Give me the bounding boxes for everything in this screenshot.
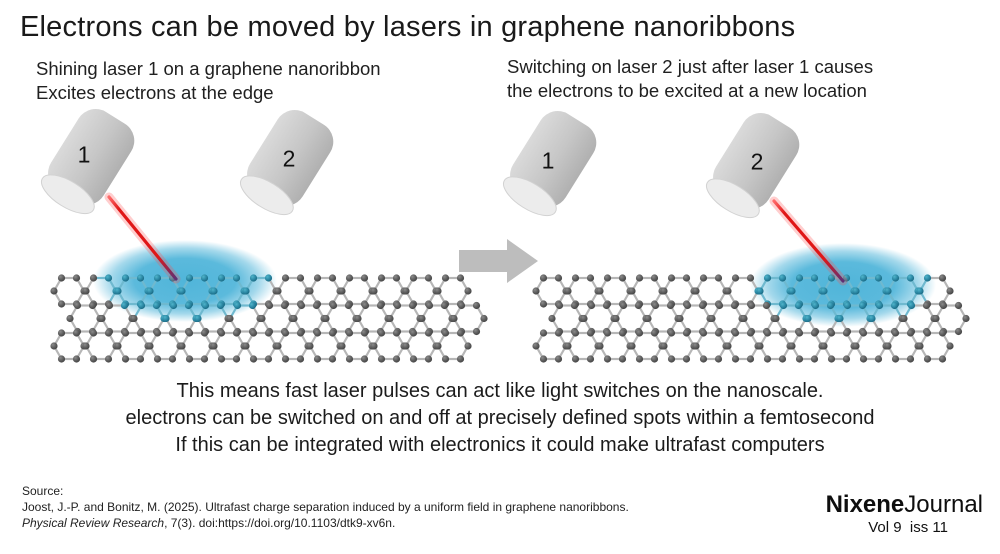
graphene-lattice-atoms xyxy=(50,274,488,363)
panel-right-graphic xyxy=(503,111,970,363)
source-label: Source: xyxy=(22,484,64,498)
transition-arrow-icon xyxy=(459,239,538,283)
source-journal-name: Physical Review Research xyxy=(22,515,165,530)
panel-right-caption: Switching on laser 2 just after laser 1 … xyxy=(507,56,874,101)
page-title: Electrons can be moved by lasers in grap… xyxy=(20,11,796,43)
laser-aperture xyxy=(41,174,95,215)
brand-name-regular: Journal xyxy=(904,491,983,518)
laser-2-label-left: 2 xyxy=(282,145,296,172)
laser-2-cylinder-icon xyxy=(240,110,334,216)
panel-left-caption: Shining laser 1 on a graphene nanoribbon… xyxy=(36,58,381,103)
conclusion-text: This means fast laser pulses can act lik… xyxy=(125,380,875,456)
laser-beam xyxy=(772,199,845,283)
laser-aperture xyxy=(706,178,760,219)
electron-excitation-glow xyxy=(93,240,277,322)
source-block: Source: Joost, J.-P. and Bonitz, M. (202… xyxy=(22,484,629,531)
brand-name-bold: Nixene xyxy=(825,491,905,518)
laser-aperture xyxy=(503,176,557,217)
laser-2-cylinder-icon xyxy=(706,113,800,219)
laser-aperture xyxy=(240,175,294,216)
laser-1-label-right: 1 xyxy=(541,147,555,174)
panel-left-graphic xyxy=(41,109,488,363)
graphene-lattice-atoms xyxy=(532,274,970,363)
source-citation: Joost, J.-P. and Bonitz, M. (2025). Ultr… xyxy=(22,499,629,514)
laser-1-cylinder-icon xyxy=(503,111,597,217)
source-citation-rest: , 7(3). doi:https://doi.org/10.1103/dtk9… xyxy=(164,515,396,530)
laser-1-cylinder-icon xyxy=(41,109,135,215)
laser-1-label-left: 1 xyxy=(77,141,91,168)
brand-wordmark: NixeneJournal xyxy=(826,491,983,519)
source-citation-line2: Physical Review Research, 7(3). doi:http… xyxy=(22,516,629,532)
laser-2-label-right: 2 xyxy=(750,148,764,175)
brand-issue: Vol 9 iss 11 xyxy=(868,519,948,536)
laser-beam xyxy=(107,195,178,281)
